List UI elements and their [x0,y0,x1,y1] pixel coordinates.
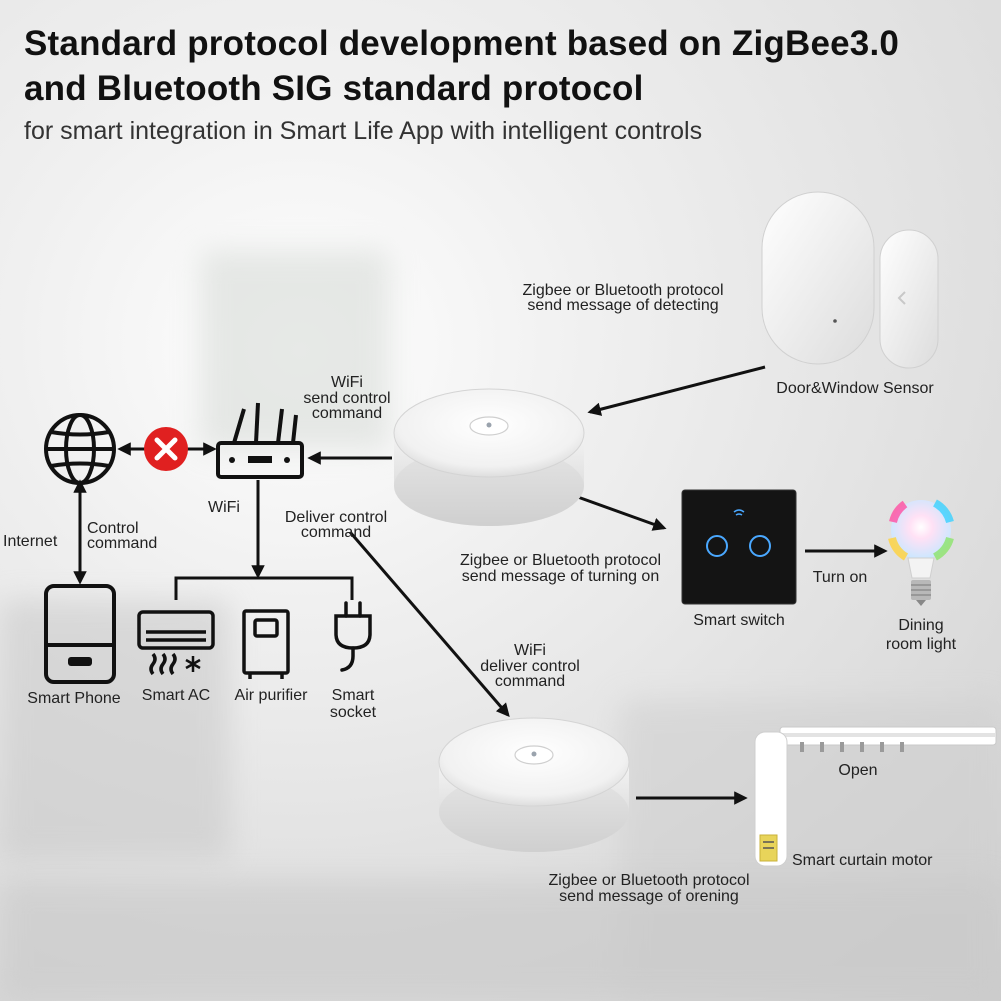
internet-label: Internet [3,533,58,550]
blocked-icon [144,427,188,471]
connectors [73,365,888,805]
switch-message-line-2: send message of turning on [461,568,660,585]
wifi-send-line-3: command [311,405,383,422]
smart-phone-label: Smart Phone [27,690,121,707]
subtitle: for smart integration in Smart Life App … [24,117,703,145]
air-purifier-label: Air purifier [234,687,308,704]
globe-icon [44,413,116,485]
control-command-line-2: command [87,535,158,552]
switch-message-line-1: Zigbee or Bluetooth protocol [459,552,661,569]
dining-light-line-2: room light [885,636,957,653]
smart-switch-label: Smart switch [693,612,785,629]
sensor-message-line-2: send message of detecting [527,297,719,314]
smart-ac-label: Smart AC [141,687,211,704]
control-command-line-1: Control [87,520,139,537]
turn-on-label: Turn on [812,569,868,586]
smart-socket-line-2: socket [329,704,377,721]
arrow-router-hub2 [348,531,510,718]
wifi-deliver-line-1: WiFi [514,642,546,659]
arrow-hub-switch [574,494,667,531]
air-purifier-icon [242,609,290,679]
plug-icon [334,601,372,672]
curtain-motor-label: Smart curtain motor [792,852,933,869]
door-window-sensor [761,191,939,369]
title-line-1: Standard protocol development based on Z… [24,24,900,63]
wifi-send-line-2: send control [303,390,391,407]
deliver-command-line-1: Deliver control [284,509,388,526]
curtain-message-line-2: send message of orening [559,888,739,905]
sensor-message-line-1: Zigbee or Bluetooth protocol [522,282,724,299]
air-conditioner-icon [137,610,215,676]
open-label: Open [838,762,878,779]
wifi-deliver-line-3: command [494,673,566,690]
smartphone-icon [44,584,116,684]
wifi-send-line-1: WiFi [331,374,363,391]
wifi-deliver-line-2: deliver control [480,658,580,675]
smart-socket-line-1: Smart [331,687,375,704]
title-line-2: and Bluetooth SIG standard protocol [24,69,644,108]
gateway-hub-bottom [438,717,630,852]
touch-switch [681,489,797,605]
deliver-command-line-2: command [300,524,372,541]
gateway-hub-top [393,388,585,526]
door-window-sensor-label: Door&Window Sensor [776,380,934,397]
router-wifi-label: WiFi [208,499,240,516]
smart-bulb [888,499,954,606]
curtain-motor [754,726,997,867]
curtain-message-line-1: Zigbee or Bluetooth protocol [548,872,750,889]
background-floor [0,880,1001,1001]
arrow-sensor-hub [587,365,766,416]
router-icon [216,402,304,479]
dining-light-line-1: Dining [898,617,944,634]
device-bus [174,576,354,600]
